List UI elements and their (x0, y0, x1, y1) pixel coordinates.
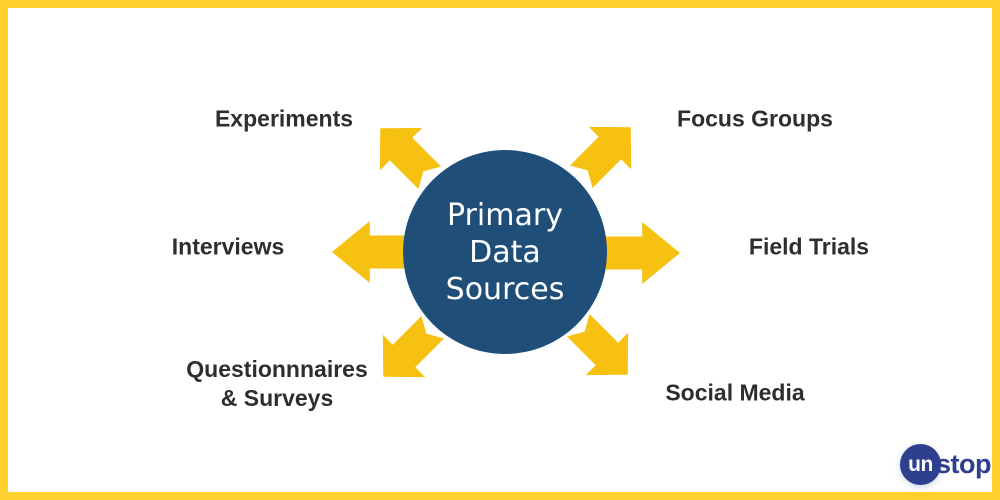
spoke-label-questionnaires-line1: Questionnnaires (186, 356, 368, 382)
center-title-line2: Data (469, 234, 541, 270)
center-title-line3: Sources (445, 271, 565, 307)
arrow-down-left-icon (362, 306, 454, 398)
spoke-label-interviews: Interviews (171, 233, 285, 260)
spoke-label-questionnaires-surveys: Questionnnaires & Surveys (186, 355, 367, 413)
unstop-logo-circle-icon: un (900, 444, 941, 485)
spoke-label-social-media: Social Media (665, 379, 805, 406)
unstop-logo-suffix: stop (936, 449, 992, 479)
spoke-label-focus-groups: Focus Groups (677, 105, 833, 132)
arrow-left-icon (332, 221, 422, 283)
spoke-label-experiments: Experiments (214, 105, 354, 132)
arrow-up-right-icon (560, 106, 652, 198)
unstop-logo-prefix: un (908, 452, 933, 476)
center-title-line1: Primary (447, 197, 563, 233)
unstop-logo: un stop (900, 444, 992, 485)
arrow-right-icon (590, 222, 680, 284)
spoke-label-field-trials: Field Trials (748, 233, 870, 260)
center-circle: Primary Data Sources (403, 150, 607, 354)
spoke-label-questionnaires-line2: & Surveys (220, 385, 334, 411)
center-title: Primary Data Sources (446, 197, 565, 308)
arrow-up-left-icon (359, 107, 451, 199)
arrow-down-right-icon (557, 304, 649, 396)
